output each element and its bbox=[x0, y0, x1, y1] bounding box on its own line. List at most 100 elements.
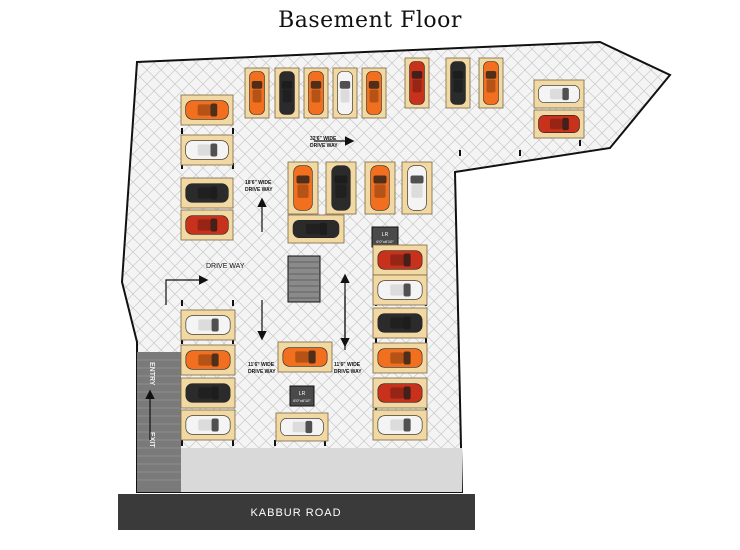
car-icon bbox=[538, 115, 580, 133]
exit-label: EXIT bbox=[148, 432, 155, 448]
parking-slot bbox=[180, 377, 236, 409]
drive-way-11a-line2: DRIVE WAY bbox=[248, 369, 276, 375]
lift-1: LR 6'0"x6'10" bbox=[371, 226, 399, 248]
car-windscreen bbox=[368, 80, 380, 89]
car-icon bbox=[282, 347, 328, 367]
car-roof bbox=[198, 319, 212, 331]
car-roof bbox=[390, 254, 404, 266]
car-icon bbox=[377, 348, 423, 368]
car-roof bbox=[198, 387, 212, 399]
car-roof bbox=[549, 88, 563, 100]
car-windscreen bbox=[211, 353, 219, 367]
parking-slot bbox=[180, 209, 234, 241]
car-roof bbox=[390, 284, 404, 296]
parking-slot bbox=[180, 309, 236, 341]
car-windscreen bbox=[210, 186, 218, 200]
car-roof bbox=[335, 184, 347, 198]
car-windscreen bbox=[562, 117, 569, 131]
drive-way-18-line2: DRIVE WAY bbox=[245, 187, 273, 193]
car-roof bbox=[412, 79, 422, 93]
parking-slot bbox=[244, 67, 270, 119]
parking-slot bbox=[372, 409, 428, 441]
drive-way-32-line2: DRIVE WAY bbox=[310, 143, 338, 149]
car-roof bbox=[311, 89, 321, 103]
car-roof bbox=[549, 118, 563, 130]
parking-slot bbox=[478, 57, 504, 109]
car-windscreen bbox=[211, 418, 219, 432]
parking-slot bbox=[372, 342, 428, 374]
drive-way-11b-line2: DRIVE WAY bbox=[334, 369, 362, 375]
car-windscreen bbox=[334, 175, 348, 184]
entry-exit-ramp bbox=[137, 352, 181, 492]
car-windscreen bbox=[403, 316, 411, 330]
parking-slot bbox=[303, 67, 329, 119]
parking-slot bbox=[533, 109, 585, 139]
car-roof bbox=[305, 223, 320, 235]
parking-slot bbox=[287, 214, 345, 244]
car-windscreen bbox=[251, 80, 263, 89]
car-roof bbox=[197, 144, 211, 156]
car-icon bbox=[185, 183, 229, 203]
car-roof bbox=[197, 187, 211, 199]
page-title: Basement Floor bbox=[278, 8, 462, 33]
car-icon bbox=[377, 250, 423, 270]
car-windscreen bbox=[210, 103, 218, 117]
parking-slot bbox=[372, 274, 428, 306]
parking-slot bbox=[180, 177, 234, 209]
drive-way-11a-line1: 11'6" WIDE bbox=[248, 362, 275, 368]
car-windscreen bbox=[308, 350, 316, 364]
car-windscreen bbox=[296, 175, 310, 184]
car-roof bbox=[374, 184, 386, 198]
car-windscreen bbox=[403, 283, 411, 297]
car-roof bbox=[198, 419, 212, 431]
car-windscreen bbox=[410, 175, 424, 184]
lift-1-size: 6'0"x6'10" bbox=[376, 239, 394, 244]
drive-way-11b-line1: 11'6" WIDE bbox=[334, 362, 361, 368]
lift-2: LR 6'0"x6'10" bbox=[289, 385, 315, 407]
parking-slot bbox=[332, 67, 358, 119]
parking-slot bbox=[275, 412, 329, 442]
car-roof bbox=[486, 79, 496, 93]
parking-slot bbox=[445, 57, 471, 109]
lift-2-label: LR bbox=[299, 391, 306, 397]
car-windscreen bbox=[319, 222, 328, 236]
car-roof bbox=[390, 317, 404, 329]
car-roof bbox=[282, 89, 292, 103]
car-icon bbox=[185, 350, 231, 370]
parking-slot bbox=[404, 57, 430, 109]
parking-slot bbox=[180, 409, 236, 441]
parking-slot bbox=[325, 161, 357, 215]
car-windscreen bbox=[339, 80, 351, 89]
car-windscreen bbox=[211, 386, 219, 400]
car-windscreen bbox=[305, 420, 313, 434]
car-windscreen bbox=[485, 70, 497, 79]
parking-slot bbox=[180, 344, 236, 376]
parking-slot bbox=[274, 67, 300, 119]
drive-way-32-line1: 32'6" WIDE bbox=[310, 136, 337, 142]
road-label: KABBUR ROAD bbox=[250, 507, 341, 519]
front-setback bbox=[180, 448, 462, 492]
parking-slot bbox=[361, 67, 387, 119]
lift-2-size: 6'0"x6'10" bbox=[293, 398, 311, 403]
car-icon bbox=[185, 215, 229, 235]
car-icon bbox=[292, 220, 340, 238]
car-roof bbox=[390, 419, 404, 431]
car-roof bbox=[390, 352, 404, 364]
road bbox=[118, 494, 475, 530]
ramp-hatch bbox=[137, 359, 181, 481]
parking-slot bbox=[372, 244, 428, 276]
drive-way-label: DRIVE WAY bbox=[206, 263, 245, 270]
parking-slot bbox=[372, 307, 428, 339]
parking-slot bbox=[364, 161, 396, 215]
car-windscreen bbox=[310, 80, 322, 89]
car-icon bbox=[185, 100, 229, 120]
traffic-arrows bbox=[165, 136, 355, 350]
car-roof bbox=[297, 184, 309, 198]
car-icon bbox=[185, 383, 231, 403]
car-roof bbox=[390, 387, 404, 399]
drive-way-18-line1: 18'6" WIDE bbox=[245, 180, 272, 186]
car-windscreen bbox=[403, 253, 411, 267]
parking-slot bbox=[401, 161, 433, 215]
parking-slots bbox=[180, 57, 585, 442]
